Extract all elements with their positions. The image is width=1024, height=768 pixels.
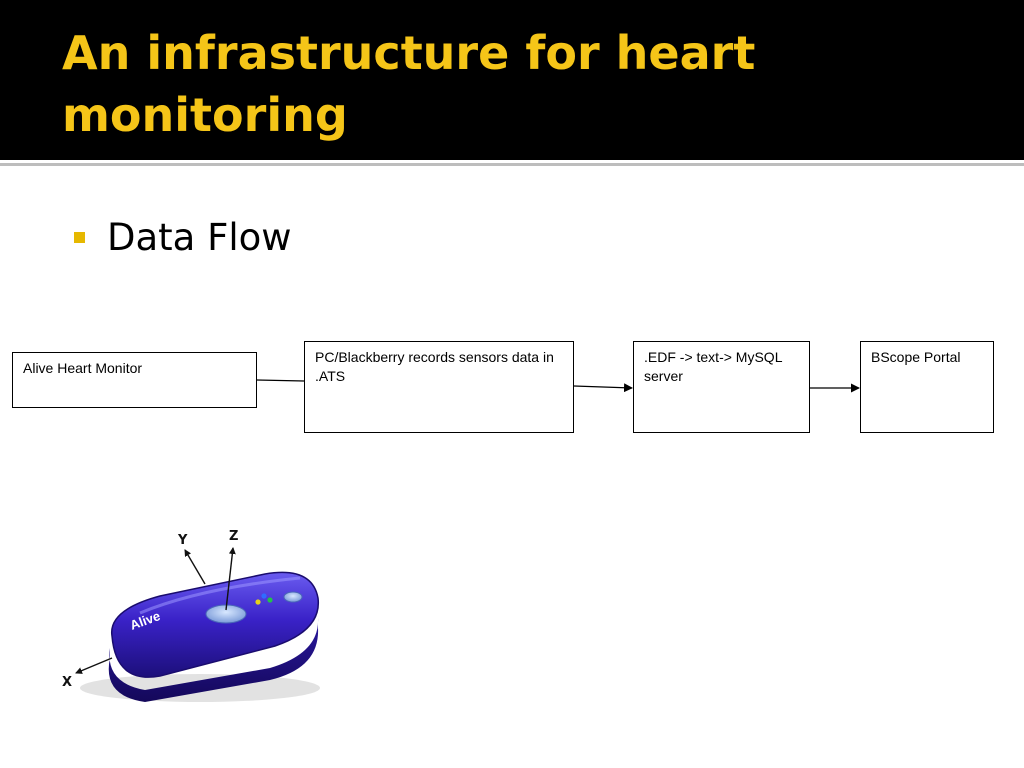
- bullet-square-icon: [74, 231, 85, 243]
- heart-monitor-device-illustration: Alive Y Z X: [62, 529, 320, 702]
- bullet-item: Data Flow: [74, 212, 292, 262]
- flow-box-edf-mysql: .EDF -> text-> MySQL server: [633, 341, 810, 433]
- device-body: [111, 571, 320, 678]
- axis-z-arrow: [225, 547, 236, 611]
- axis-z-label: Z: [229, 529, 238, 544]
- flow-box-alive-heart-monitor: Alive Heart Monitor: [12, 352, 257, 408]
- status-led-green: [267, 597, 273, 603]
- flow-box-pc-blackberry: PC/Blackberry records sensors data in .A…: [304, 341, 574, 433]
- connector-monitor-to-pc: [256, 379, 305, 382]
- axis-y-arrow: [184, 549, 206, 585]
- axis-x-label: X: [62, 675, 72, 690]
- status-led-blue: [261, 593, 267, 599]
- device-side: [108, 618, 319, 702]
- flow-box-bscope-portal: BScope Portal: [860, 341, 994, 433]
- axis-y-label: Y: [177, 533, 188, 548]
- slide-header: An infrastructure for heart monitoring: [0, 0, 1024, 160]
- bullet-text: Data Flow: [107, 215, 292, 259]
- slide-title: An infrastructure for heart monitoring: [62, 26, 756, 142]
- status-led-yellow: [255, 599, 261, 605]
- axis-x-arrow: [75, 657, 113, 674]
- header-divider: [0, 163, 1024, 166]
- device-power-button: [283, 591, 303, 603]
- arrow-pc-to-edf: [573, 383, 633, 393]
